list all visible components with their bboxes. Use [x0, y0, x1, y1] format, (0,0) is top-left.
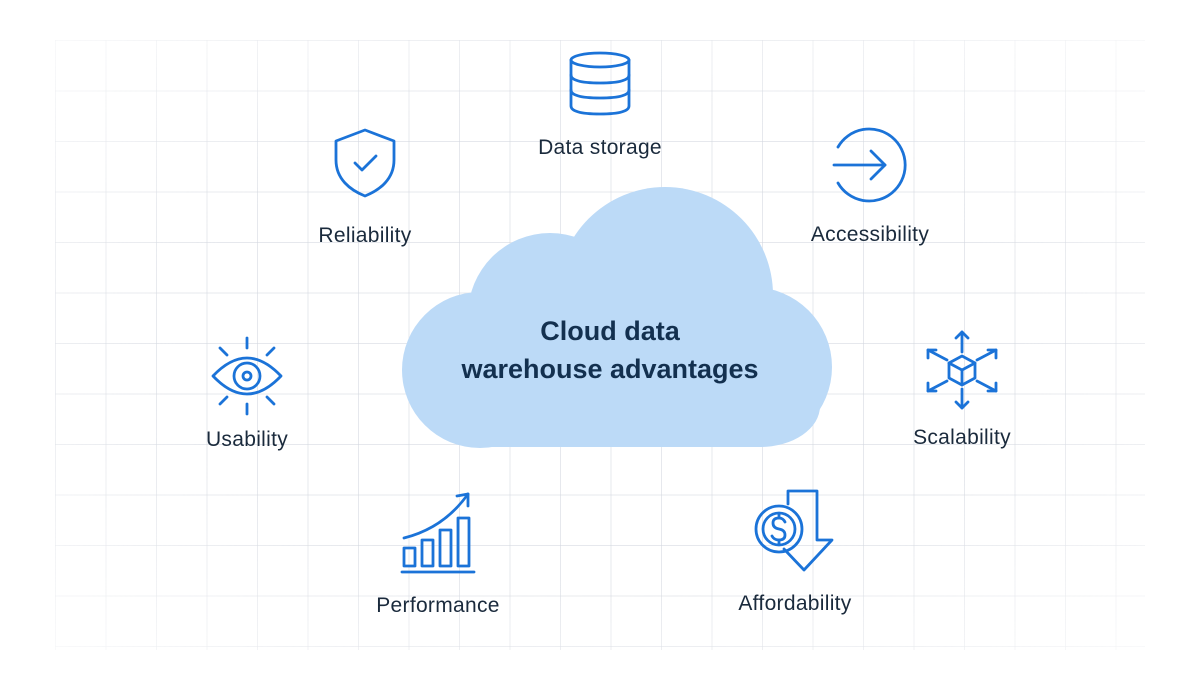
diagram-title-line-2: warehouse advantages: [461, 354, 759, 384]
advantage-usability: Usability: [147, 336, 347, 452]
advantage-label: Reliability: [318, 224, 412, 247]
advantage-data-storage: Data storage: [500, 50, 700, 160]
eye-icon: [211, 336, 283, 416]
advantage-label: Data storage: [538, 136, 662, 159]
dollar-down-arrow-icon: [754, 489, 834, 572]
advantage-label: Usability: [205, 428, 289, 451]
advantage-performance: Performance: [338, 490, 538, 618]
growth-bar-chart-icon: [400, 492, 476, 574]
diagram-title-line-1: Cloud data: [540, 316, 680, 346]
diagram-title: Cloud data warehouse advantages: [400, 312, 820, 388]
advantage-label: Accessibility: [810, 223, 930, 246]
cloud-shape: [402, 187, 832, 448]
shield-check-icon: [334, 128, 396, 198]
advantage-reliability: Reliability: [265, 127, 465, 248]
cube-expand-icon: [926, 330, 998, 410]
advantage-label: Affordability: [738, 592, 852, 615]
advantage-label: Scalability: [913, 426, 1011, 449]
advantage-accessibility: Accessibility: [770, 127, 970, 247]
arrow-into-circle-icon: [832, 127, 907, 203]
advantage-affordability: Affordability: [695, 488, 895, 616]
database-icon: [569, 51, 631, 116]
advantage-label: Performance: [376, 594, 500, 617]
advantage-scalability: Scalability: [862, 328, 1062, 450]
